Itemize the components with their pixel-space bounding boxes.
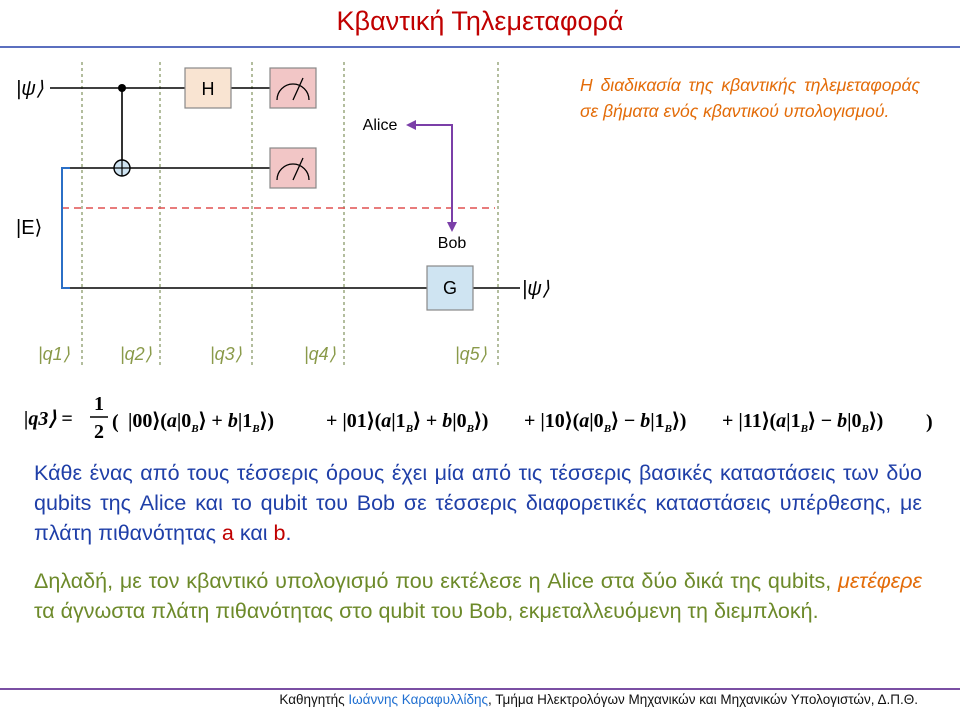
footer: Καθηγητής Ιωάννης Καραφυλλίδης, Τμήμα Ηλ… xyxy=(0,692,918,707)
q3-equation: |q3⟩ = 1 2 ( |00⟩(a|0B⟩ + b|1B⟩) + |01⟩(a… xyxy=(24,393,933,443)
circuit-description: Η διαδικασία της κβαντικής τηλεμεταφοράς… xyxy=(580,75,920,121)
fraction-numerator: 1 xyxy=(94,393,104,415)
entanglement-bracket xyxy=(61,167,70,289)
title-divider xyxy=(0,46,960,48)
equation-term: + |11⟩(a|1B⟩ − b|0B⟩) xyxy=(722,410,883,435)
equation-open-paren: ( xyxy=(112,411,119,433)
footer-prefix: Καθηγητής xyxy=(279,692,349,707)
equation-term: + |10⟩(a|0B⟩ − b|1B⟩) xyxy=(524,410,686,435)
output-state-label: |ψ⟩ xyxy=(522,278,550,300)
alice-label: Alice xyxy=(363,117,398,134)
teleportation-circuit: H G Alice Bob |ψ⟩ |E⟩ |ψ⟩ |q1⟩ |q2⟩ |q3⟩… xyxy=(16,62,550,368)
classical-channel-arrow xyxy=(414,124,453,224)
paragraph2-after: τα άγνωστα πλάτη πιθανότητας στο qubit τ… xyxy=(34,599,819,623)
environment-state-label: |E⟩ xyxy=(16,217,42,239)
footer-divider xyxy=(0,688,960,690)
equation-close-paren: ) xyxy=(926,411,933,433)
input-state-label: |ψ⟩ xyxy=(16,78,44,100)
equation-term: + |01⟩(a|1B⟩ + b|0B⟩) xyxy=(326,410,488,435)
equation-terms: |00⟩(a|0B⟩ + b|1B⟩) + |01⟩(a|1B⟩ + b|0B⟩)… xyxy=(128,410,883,435)
equation-lhs: |q3⟩ = xyxy=(24,408,73,430)
g-gate-label: G xyxy=(443,278,457,298)
measurement-meter-icon xyxy=(269,67,317,109)
equation-term: |00⟩(a|0B⟩ + b|1B⟩) xyxy=(128,410,274,435)
page-title: Κβαντική Τηλεμεταφορά xyxy=(336,6,624,36)
step-label: |q4⟩ xyxy=(304,344,336,364)
cnot-control-dot xyxy=(118,84,126,92)
paragraph1-and: και xyxy=(233,521,274,545)
paragraph1-end: . xyxy=(285,521,292,545)
hadamard-gate xyxy=(184,67,232,109)
footer-suffix: , Τμήμα Ηλεκτρολόγων Μηχανικών και Μηχαν… xyxy=(488,692,918,707)
paragraph-basis-states: Κάθε ένας από τους τέσσερις όρους έχει μ… xyxy=(34,458,922,548)
paragraph2-before: Δηλαδή, με τον κβαντικό υπολογισμό που ε… xyxy=(34,569,839,593)
paragraph-transfer: Δηλαδή, με τον κβαντικό υπολογισμό που ε… xyxy=(34,566,922,626)
measurement-meter-icon xyxy=(269,147,317,189)
step-label: |q5⟩ xyxy=(455,344,487,364)
bob-label: Bob xyxy=(438,235,467,252)
paragraph2-highlight: μετέφερε xyxy=(838,569,922,593)
amplitude-a: a xyxy=(221,521,234,545)
hadamard-gate-label: H xyxy=(202,79,215,99)
step-label: |q1⟩ xyxy=(38,344,70,364)
amplitude-b: b xyxy=(273,521,286,545)
paragraph1-text: Κάθε ένας από τους τέσσερις όρους έχει μ… xyxy=(34,461,922,545)
author-name: Ιωάννης Καραφυλλίδης xyxy=(348,692,489,707)
fraction-denominator: 2 xyxy=(94,421,104,443)
step-label: |q3⟩ xyxy=(210,344,242,364)
step-label: |q2⟩ xyxy=(120,344,152,364)
g-gate xyxy=(426,265,474,311)
